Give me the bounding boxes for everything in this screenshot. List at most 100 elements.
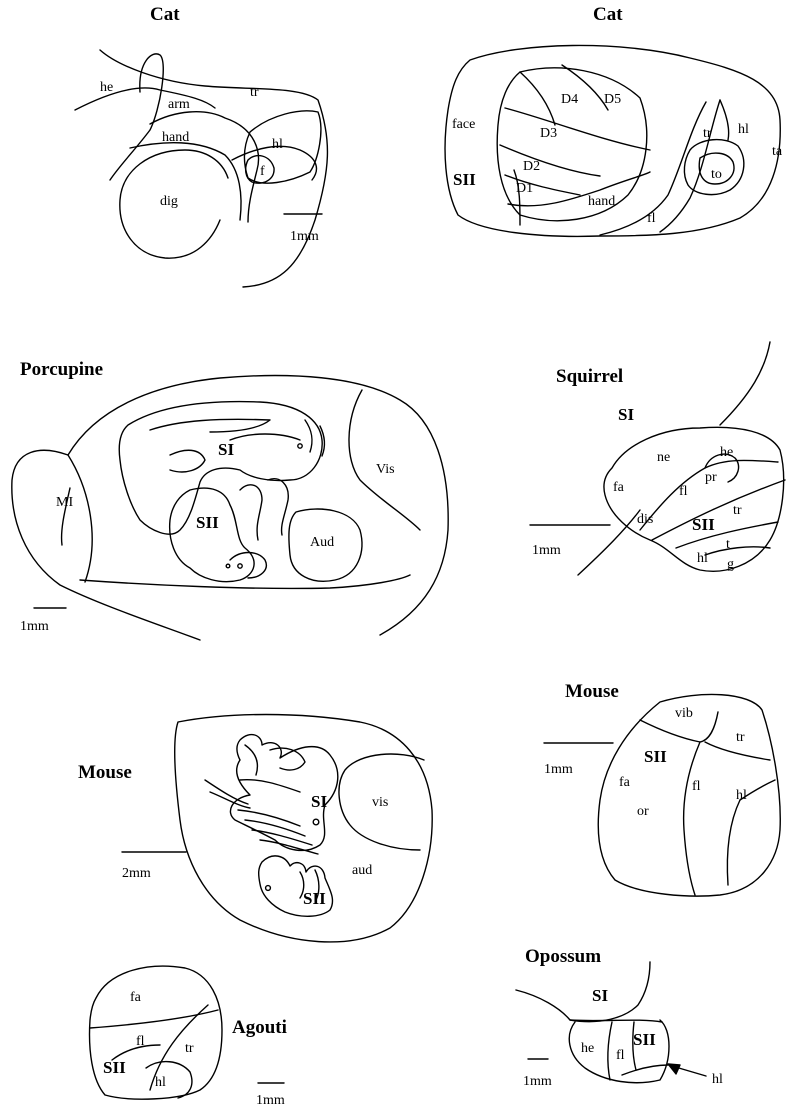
cat-panel-2: Cat D4 D5 face D3 D2 D1 SII hand fl tr h… [445,4,783,236]
porcupine-scale-label: 1mm [20,619,49,634]
cat2-label-fl: fl [647,211,656,226]
mouse2-label-fl: fl [692,779,701,794]
agouti-panel: fa fl tr SII hl Agouti 1mm [90,966,287,1108]
porcupine-label-sii: SII [196,513,219,532]
porcupine-mi-line [68,455,92,582]
squirrel-label-fa: fa [613,480,625,495]
porcupine-bottom-line [80,575,410,588]
mouse2-label-fa: fa [619,775,631,790]
mouse2-label-tr: tr [736,730,745,745]
cat1-label-hand: hand [162,130,189,145]
mouse1-si-stripe-4 [260,840,318,854]
squirrel-label-sii: SII [692,515,715,534]
cat2-label-sii: SII [453,170,476,189]
porcupine-dot-2 [226,564,230,568]
porcupine-dot-1 [298,444,302,448]
squirrel-scale-label: 1mm [532,543,561,558]
cat1-label-he: he [100,80,113,95]
mouse1-dot-1 [313,819,319,825]
squirrel-t-line [705,547,770,555]
squirrel-label-si: SI [618,405,634,424]
porcupine-si-sulcus-4 [305,420,312,452]
agouti-label-tr: tr [185,1041,194,1056]
agouti-label-sii: SII [103,1058,126,1077]
cat2-label-hl: hl [738,122,749,137]
mouse1-si-fold-2 [270,748,305,770]
cat2-label-tr: tr [703,126,712,141]
agouti-label-fl: fl [136,1034,145,1049]
opossum-label-he: he [581,1041,594,1056]
squirrel-label-ne: ne [657,450,670,465]
mouse2-hl-left [727,800,740,885]
squirrel-label-tr: tr [733,503,742,518]
cat2-label-to: to [711,167,722,182]
mouse2-outer-boundary [598,694,780,896]
opossum-label-si: SI [592,986,608,1005]
opossum-scale-label: 1mm [523,1074,552,1089]
porcupine-sii-fold-2 [268,479,288,535]
porcupine-si-sulcus-1 [150,419,270,432]
cat-panel-1: Cat he arm tr hand hl f dig 1mm [75,4,327,287]
squirrel-sii-line [652,480,785,540]
porcupine-label-si: SI [218,440,234,459]
cat2-label-d2: D2 [523,159,540,174]
porcupine-label-vis: Vis [376,462,395,477]
mouse-title-2: Mouse [565,681,619,702]
cat2-label-face: face [452,117,475,132]
squirrel-label-g: g [727,557,734,572]
opossum-hl-arrowhead [668,1064,680,1074]
cat-title-2: Cat [593,4,623,25]
mouse1-si-fold-1 [245,745,257,775]
cat1-label-f: f [260,164,265,179]
cat1-scale-label: 1mm [290,229,319,244]
cat2-label-d4: D4 [561,92,578,107]
cat2-tr-hl-line [720,100,729,140]
squirrel-outer-boundary [604,427,784,571]
squirrel-dis-line [578,510,640,575]
mouse2-label-hl: hl [736,788,747,803]
opossum-panel: Opossum SI he fl SII hl 1mm [516,946,723,1089]
cat1-he-loop [110,54,163,180]
mouse1-label-sii: SII [303,889,326,908]
mouse2-fl-left [684,742,700,895]
mouse-panel-1: Mouse SI vis aud SII 2mm [78,715,432,942]
mouse2-scale-label: 1mm [544,762,573,777]
cat2-label-d5: D5 [604,92,621,107]
squirrel-label-fl: fl [679,484,688,499]
mouse-title-1: Mouse [78,762,132,783]
cat1-label-hl: hl [272,137,283,152]
squirrel-panel: Squirrel SI ne he fa pr fl dis SII tr t … [530,342,785,575]
mouse2-label-vib: vib [675,706,693,721]
mouse-panel-2: Mouse vib SII tr fa fl hl or 1mm [544,681,780,896]
agouti-label-fa: fa [130,990,142,1005]
opossum-label-sii: SII [633,1030,656,1049]
opossum-label-fl: fl [616,1048,625,1063]
porcupine-label-mi: MI [56,495,73,510]
squirrel-label-pr: pr [705,470,717,485]
cat-title-1: Cat [150,4,180,25]
porcupine-panel: Porcupine SI SII MI Vis Aud 1mm [12,359,448,640]
porcupine-sii-fold-3 [230,553,266,579]
cat1-label-tr: tr [250,85,259,100]
mouse1-dot-2 [266,886,271,891]
porcupine-vis-boundary [349,390,420,530]
squirrel-top-curve [720,342,770,425]
opossum-top-boundary [516,962,650,1022]
squirrel-label-dis: dis [637,512,653,527]
mouse1-si-stripe-2 [245,820,305,836]
porcupine-label-aud: Aud [310,535,334,550]
cat1-hand-band [130,143,241,220]
cat2-label-hand: hand [588,194,615,209]
porcupine-outer-boundary [68,376,448,635]
porcupine-title: Porcupine [20,359,103,380]
mouse2-label-or: or [637,804,649,819]
mouse1-label-aud: aud [352,863,372,878]
agouti-label-hl: hl [155,1075,166,1090]
cat2-label-ta: ta [772,144,783,159]
cat2-label-d1: D1 [516,181,533,196]
agouti-scale-label: 1mm [256,1093,285,1108]
mouse1-whisker-lines [205,780,250,808]
opossum-he-fl-line [608,1022,612,1080]
cat1-left-line [75,88,215,110]
